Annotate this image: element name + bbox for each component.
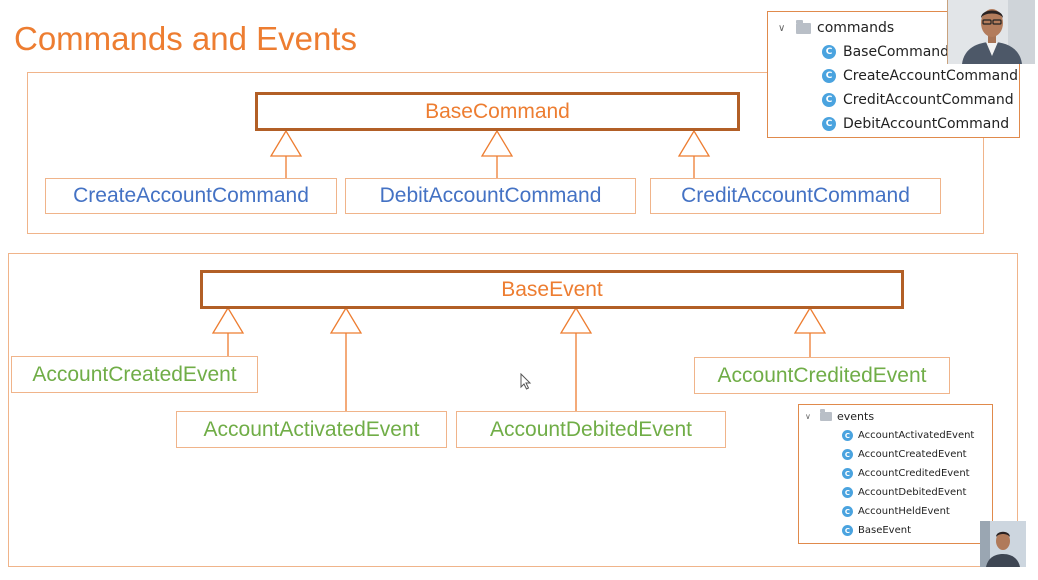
inheritance-arrow-account-activated-event [329,306,363,334]
tree-item-account-debited-event[interactable]: C AccountDebitedEvent [842,487,966,498]
inheritance-arrow-account-created-event [211,306,245,334]
class-icon: C [842,468,853,479]
class-icon: C [842,525,853,536]
commands-panel [27,72,984,234]
tree-item-label: BaseCommand [843,44,950,60]
webcam-video [947,0,1035,64]
inheritance-arrow-debit-account-command [480,129,514,157]
events-panel [8,253,1018,567]
inheritance-arrow-create-account-command [269,129,303,157]
slide-title: Commands and Events [14,20,358,57]
inheritance-arrow-credit-account-command [677,129,711,157]
mouse-cursor-icon [520,373,532,390]
tree-item-label: DebitAccountCommand [843,116,1010,132]
presenter-figure [980,521,1026,567]
inheritance-arrow-account-credited-event [793,306,827,334]
chevron-down-icon[interactable]: ∨ [778,22,786,34]
base-event-box: BaseEvent [200,270,904,309]
class-icon: C [842,487,853,498]
account-credited-event-box: AccountCreditedEvent [694,357,950,394]
commands-folder-label: commands [817,20,895,36]
events-folder-row[interactable]: ∨ events [805,409,875,423]
class-icon: C [842,430,853,441]
tree-item-label: AccountDebitedEvent [858,487,967,498]
tree-item-account-held-event[interactable]: C AccountHeldEvent [842,506,950,517]
tree-item-label: AccountHeldEvent [858,506,950,517]
inheritance-arrow-account-debited-event [559,306,593,334]
tree-item-base-event[interactable]: C BaseEvent [842,525,911,536]
class-icon: C [822,45,836,59]
events-folder-label: events [837,410,875,423]
class-icon: C [842,506,853,517]
credit-account-command-box: CreditAccountCommand [650,178,941,214]
chevron-down-icon[interactable]: ∨ [805,412,811,421]
account-created-event-box: AccountCreatedEvent [11,356,258,393]
tree-item-base-command[interactable]: C BaseCommand [822,44,949,60]
class-icon: C [822,93,836,107]
tree-item-label: AccountCreditedEvent [858,468,970,479]
tree-item-label: BaseEvent [858,525,911,536]
class-icon: C [822,69,836,83]
tree-item-label: CreateAccountCommand [843,68,1018,84]
tree-item-account-created-event[interactable]: C AccountCreatedEvent [842,449,967,460]
tree-item-credit-account-command[interactable]: C CreditAccountCommand [822,92,1014,108]
tree-item-label: AccountCreatedEvent [858,449,967,460]
create-account-command-box: CreateAccountCommand [45,178,337,214]
folder-icon [820,409,832,421]
tree-item-create-account-command[interactable]: C CreateAccountCommand [822,68,1018,84]
folder-icon [796,19,811,34]
tree-item-debit-account-command[interactable]: C DebitAccountCommand [822,116,1009,132]
commands-folder-row[interactable]: ∨ commands [778,19,895,36]
class-icon: C [842,449,853,460]
tree-item-label: CreditAccountCommand [843,92,1014,108]
presenter-figure [948,0,1035,64]
debit-account-command-box: DebitAccountCommand [345,178,636,214]
events-project-tree: ∨ events C AccountActivatedEvent C Accou… [798,404,993,544]
tree-item-label: AccountActivatedEvent [858,430,975,441]
tree-item-account-credited-event[interactable]: C AccountCreditedEvent [842,468,970,479]
tree-item-account-activated-event[interactable]: C AccountActivatedEvent [842,430,974,441]
webcam-video-small [980,521,1026,567]
class-icon: C [822,117,836,131]
account-activated-event-box: AccountActivatedEvent [176,411,447,448]
account-debited-event-box: AccountDebitedEvent [456,411,726,448]
base-command-box: BaseCommand [255,92,740,131]
